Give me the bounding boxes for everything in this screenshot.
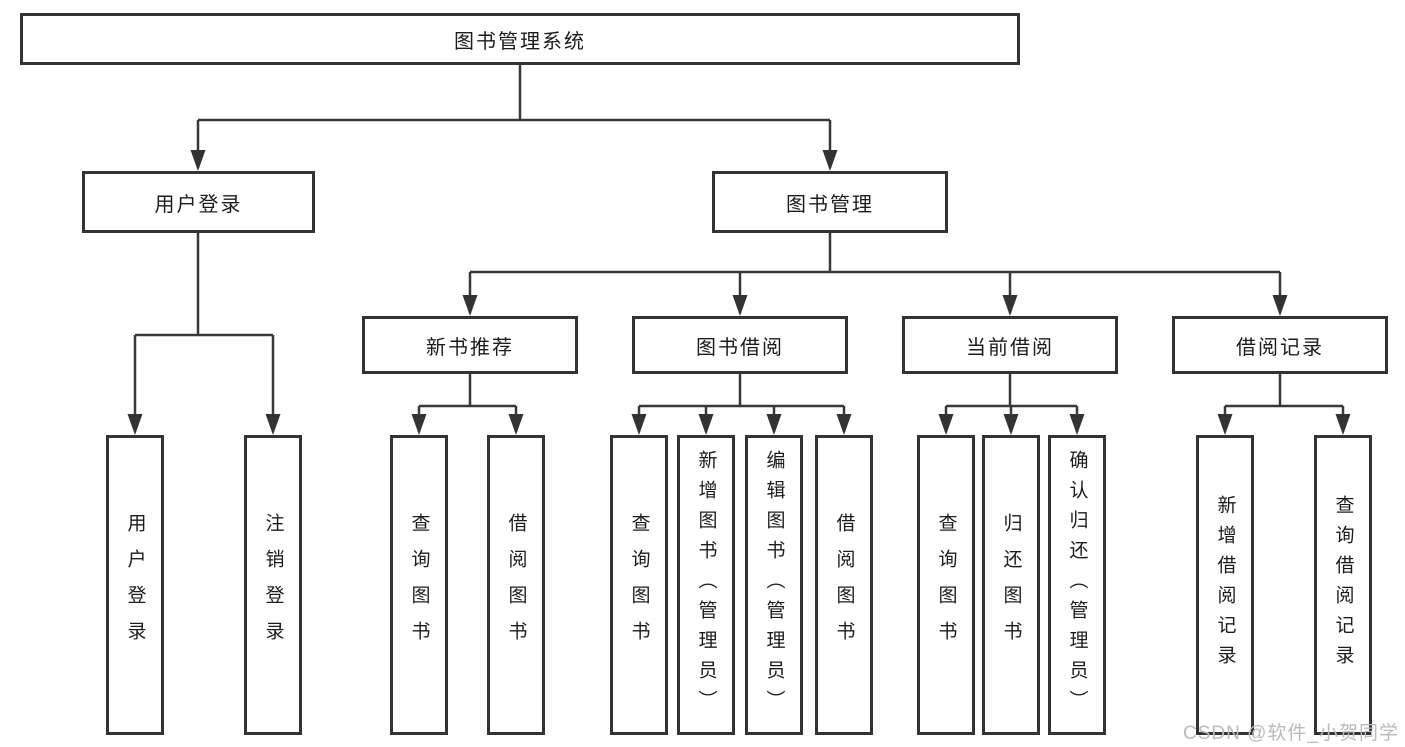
leaf-add-borrow-record: 新增借阅记录 [1196,435,1254,735]
node-label: 图书管理 [786,193,874,216]
leaf-edit-books-admin: 编辑图书（管理员） [745,435,803,735]
node-label: 图书借阅 [696,336,784,359]
node-book-borrowing: 图书借阅 [632,316,848,374]
node-new-book-recommendation: 新书推荐 [362,316,578,374]
node-book-management: 图书管理 [712,171,948,233]
arrow-down-icon [127,150,1351,435]
node-label: 查询借阅记录 [1332,495,1354,675]
node-current-borrowing: 当前借阅 [902,316,1118,374]
leaf-return-books: 归还图书 [982,435,1040,735]
leaf-borrow-books-recommend: 借阅图书 [487,435,545,735]
leaf-search-borrow-record: 查询借阅记录 [1314,435,1372,735]
node-label: 注销登录 [262,513,284,657]
leaf-search-books-recommend: 查询图书 [390,435,448,735]
node-label: 新增图书（管理员） [695,450,717,720]
node-label: 查询图书 [935,513,957,657]
node-label: 借阅图书 [833,513,855,657]
node-label: 编辑图书（管理员） [763,450,785,720]
node-label: 图书管理系统 [454,30,586,53]
node-borrowing-records: 借阅记录 [1172,316,1388,374]
leaf-confirm-return-admin: 确认归还（管理员） [1048,435,1106,735]
node-label: 借阅图书 [505,513,527,657]
node-label: 确认归还（管理员） [1066,450,1088,720]
node-label: 用户登录 [154,193,243,216]
leaf-search-books-current: 查询图书 [917,435,975,735]
node-label: 用户登录 [124,513,146,657]
node-label: 查询图书 [408,513,430,657]
node-label: 借阅记录 [1236,336,1324,359]
node-label: 新增借阅记录 [1214,495,1236,675]
node-label: 查询图书 [628,513,650,657]
node-label: 归还图书 [1000,513,1022,657]
watermark: CSDN @软件_小贺同学 [1183,723,1399,744]
node-user-login-branch: 用户登录 [82,171,315,233]
leaf-add-books-admin: 新增图书（管理员） [677,435,735,735]
node-library-management-system: 图书管理系统 [20,13,1020,65]
leaf-user-login: 用户登录 [106,435,164,735]
leaf-search-books-borrowing: 查询图书 [610,435,668,735]
node-label: 当前借阅 [966,336,1054,359]
leaf-borrow-books-borrowing: 借阅图书 [815,435,873,735]
leaf-logout: 注销登录 [244,435,302,735]
node-label: 新书推荐 [426,336,514,359]
